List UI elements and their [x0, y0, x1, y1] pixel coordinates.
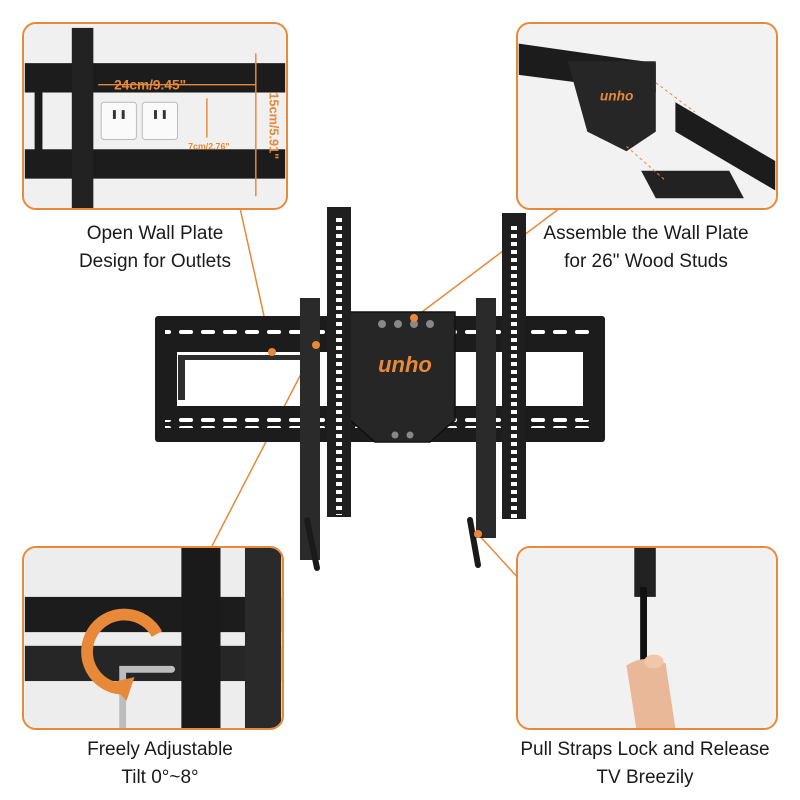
tilt-arrow-icon: [81, 608, 163, 701]
pull-strap-icon: [640, 587, 647, 705]
outlet-detail-panel: 24cm/9.45" 7cm/2.76" 15cm/5.91": [22, 22, 288, 210]
left-vertical-arm: [300, 207, 351, 571]
dim-gap-label: 7cm/2.76": [188, 141, 229, 151]
outlet-icon: [100, 101, 178, 140]
strap-detail-panel: [516, 546, 778, 730]
dim-width-label: 24cm/9.45": [114, 78, 186, 93]
callout-dots: [268, 314, 482, 538]
caption-tilt: Freely Adjustable Tilt 0°~8°: [40, 736, 280, 792]
caption-line: Open Wall Plate: [86, 223, 224, 244]
tilt-detail-panel: [22, 546, 284, 730]
caption-line: Freely Adjustable: [87, 739, 233, 760]
right-vertical-arm: [467, 213, 526, 568]
caption-wood-studs: Assemble the Wall Plate for 26" Wood Stu…: [520, 220, 772, 276]
caption-outlets: Open Wall Plate Design for Outlets: [40, 220, 270, 276]
caption-line: Pull Straps Lock and Release: [520, 739, 770, 760]
caption-line: Design for Outlets: [78, 251, 232, 272]
panel-brand-logo: unho: [600, 88, 633, 103]
brand-logo: unho: [378, 352, 432, 377]
caption-line: Assemble the Wall Plate: [543, 223, 749, 244]
assembly-detail-panel: unho: [516, 22, 778, 210]
center-plate: unho: [349, 311, 456, 443]
caption-line: TV Breezily: [596, 767, 694, 788]
allen-key-icon: [119, 665, 176, 728]
caption-line: for 26" Wood Studs: [564, 251, 728, 272]
caption-line: Tilt 0°~8°: [121, 767, 199, 788]
caption-pull-straps: Pull Straps Lock and Release TV Breezily: [500, 736, 790, 792]
dim-height-label: 15cm/5.91": [267, 92, 282, 159]
